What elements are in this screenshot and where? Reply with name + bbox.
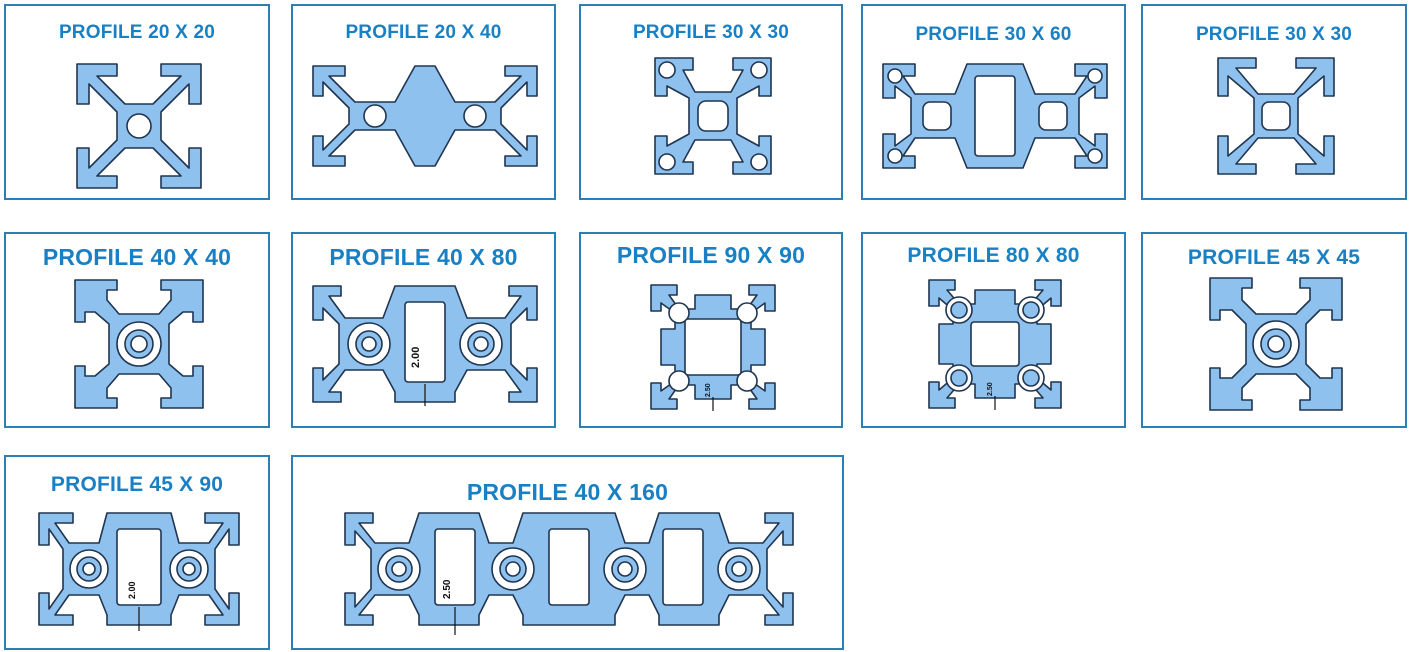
profile-card-40x160: PROFILE 40 X 160 2.50 (291, 455, 844, 650)
profile-card-30x30-b: PROFILE 30 X 30 (1141, 4, 1407, 200)
profile-drawing-40x40 (74, 279, 204, 409)
profile-title: PROFILE 90 X 90 (616, 242, 806, 268)
profile-card-40x80: PROFILE 40 X 80 2.00 (291, 232, 556, 428)
profile-drawing-20x40 (312, 65, 538, 167)
profile-title: PROFILE 80 X 80 (907, 244, 1080, 267)
profile-title: PROFILE 20 X 20 (58, 22, 216, 43)
profile-drawing-80x80: 2.50 (928, 279, 1062, 410)
profile-title: PROFILE 45 X 90 (50, 473, 224, 496)
profile-drawing-45x45 (1209, 277, 1343, 411)
profile-card-45x90: PROFILE 45 X 90 2.00 (4, 455, 270, 650)
profile-title: PROFILE 45 X 45 (1187, 246, 1361, 269)
profile-card-80x80: PROFILE 80 X 80 2.50 (861, 232, 1126, 428)
dimension-label: 2.50 (705, 383, 712, 397)
dimension-label: 2.50 (442, 579, 453, 599)
profile-drawing-45x90: 2.00 (38, 512, 240, 631)
profile-title: PROFILE 40 X 40 (42, 244, 232, 270)
profile-drawing-30x30-b (1217, 57, 1335, 175)
profile-title: PROFILE 30 X 30 (1195, 24, 1353, 45)
profile-title: PROFILE 30 X 60 (915, 24, 1072, 45)
profile-drawing-40x160: 2.50 (344, 512, 794, 635)
dimension-label: 2.00 (127, 581, 137, 599)
profile-drawing-90x90: 2.50 (650, 284, 776, 411)
profile-card-30x60: PROFILE 30 X 60 (861, 4, 1126, 200)
profile-title: PROFILE 40 X 80 (329, 244, 518, 270)
profile-card-90x90: PROFILE 90 X 90 2.50 (579, 232, 843, 428)
dimension-label: 2.00 (410, 347, 422, 368)
profile-card-40x40: PROFILE 40 X 40 (4, 232, 270, 428)
profile-drawing-20x20 (76, 63, 202, 189)
profile-drawing-40x80: 2.00 (312, 285, 538, 406)
profile-title: PROFILE 40 X 160 (466, 479, 669, 505)
profile-card-20x20: PROFILE 20 X 20 (4, 4, 270, 200)
profile-card-45x45: PROFILE 45 X 45 (1141, 232, 1407, 428)
profile-title: PROFILE 30 X 30 (632, 22, 790, 43)
profile-card-30x30-a: PROFILE 30 X 30 (579, 4, 843, 200)
profile-drawing-30x60 (882, 63, 1108, 169)
dimension-label: 2.50 (987, 382, 994, 396)
profile-title: PROFILE 20 X 40 (345, 22, 502, 43)
profile-card-20x40: PROFILE 20 X 40 (291, 4, 556, 200)
profile-drawing-30x30 (654, 57, 772, 175)
